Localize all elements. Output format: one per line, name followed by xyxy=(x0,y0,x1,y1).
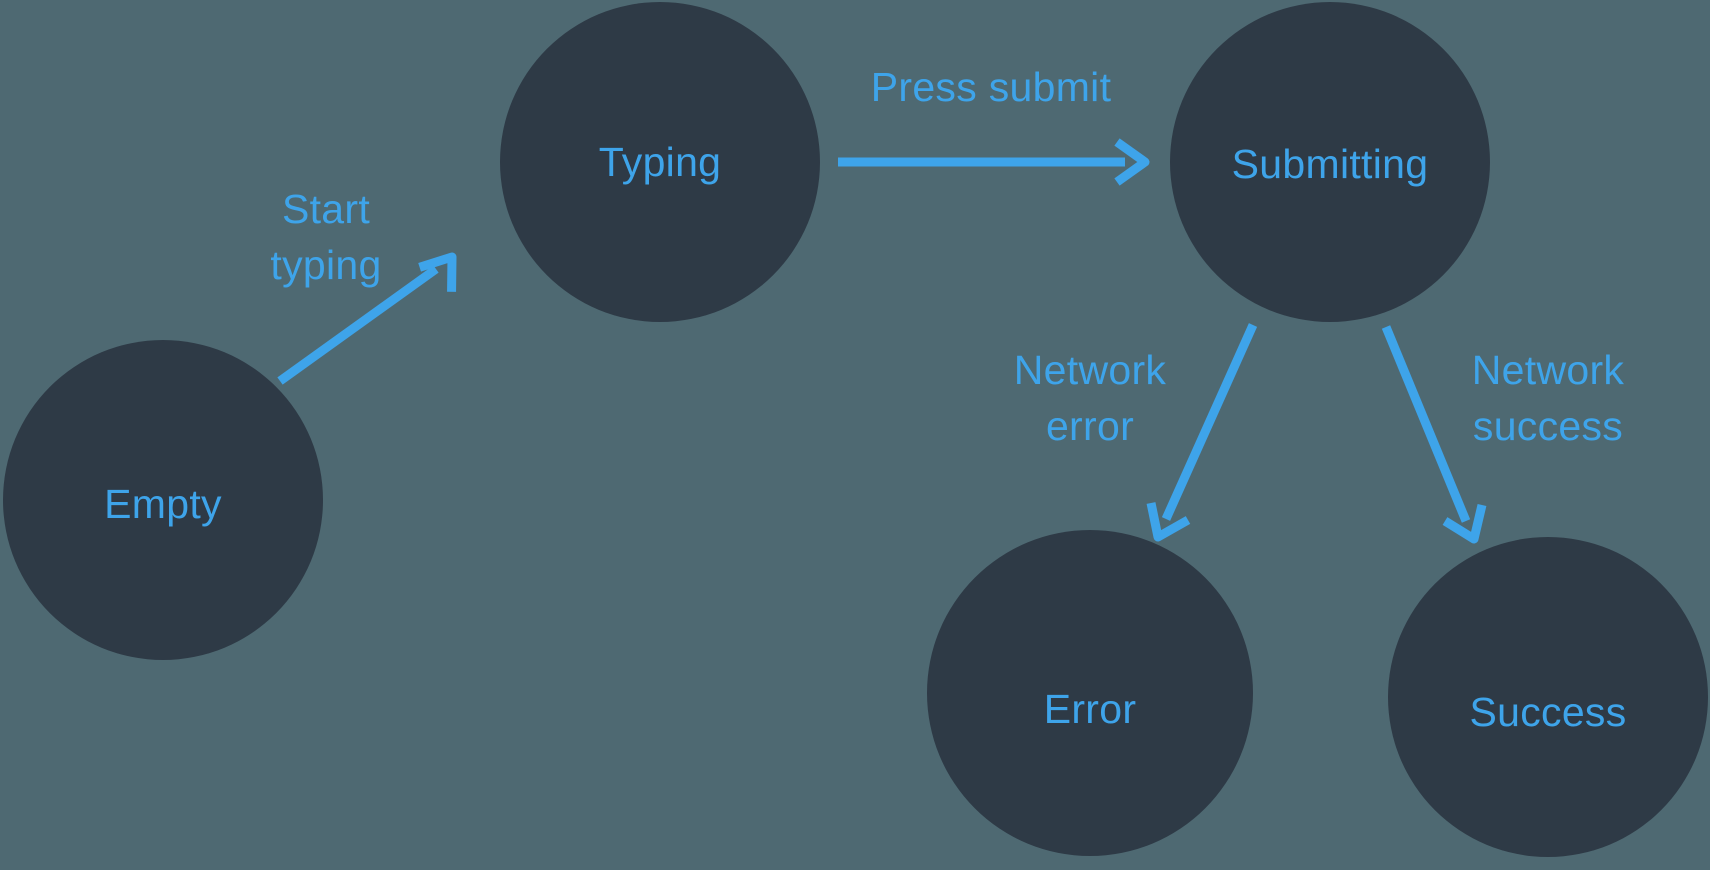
state-node-error-label: Error xyxy=(1043,685,1137,732)
edge-arrow-press-submit xyxy=(838,138,1150,186)
state-node-empty-label: Empty xyxy=(104,480,222,527)
arrowhead-start-typing xyxy=(418,252,457,292)
state-node-success-label: Success xyxy=(1469,688,1627,735)
edge-label-start-typing: Start typing xyxy=(270,186,382,288)
arrowhead-network-success xyxy=(1442,503,1487,544)
state-node-success: Success xyxy=(1388,537,1708,857)
edge-label-network-success: Network success xyxy=(1471,347,1625,449)
edge-label-press-submit: Press submit xyxy=(870,64,1112,110)
arrowhead-press-submit xyxy=(1114,138,1150,186)
state-node-submitting: Submitting xyxy=(1170,2,1490,322)
state-node-submitting-label: Submitting xyxy=(1231,140,1429,187)
state-node-empty: Empty xyxy=(3,340,323,660)
state-node-typing: Typing xyxy=(500,2,820,322)
edge-label-network-error: Network error xyxy=(1013,347,1167,449)
state-node-error: Error xyxy=(927,530,1253,856)
arrowhead-network-error xyxy=(1146,502,1191,542)
state-node-typing-label: Typing xyxy=(598,138,722,185)
